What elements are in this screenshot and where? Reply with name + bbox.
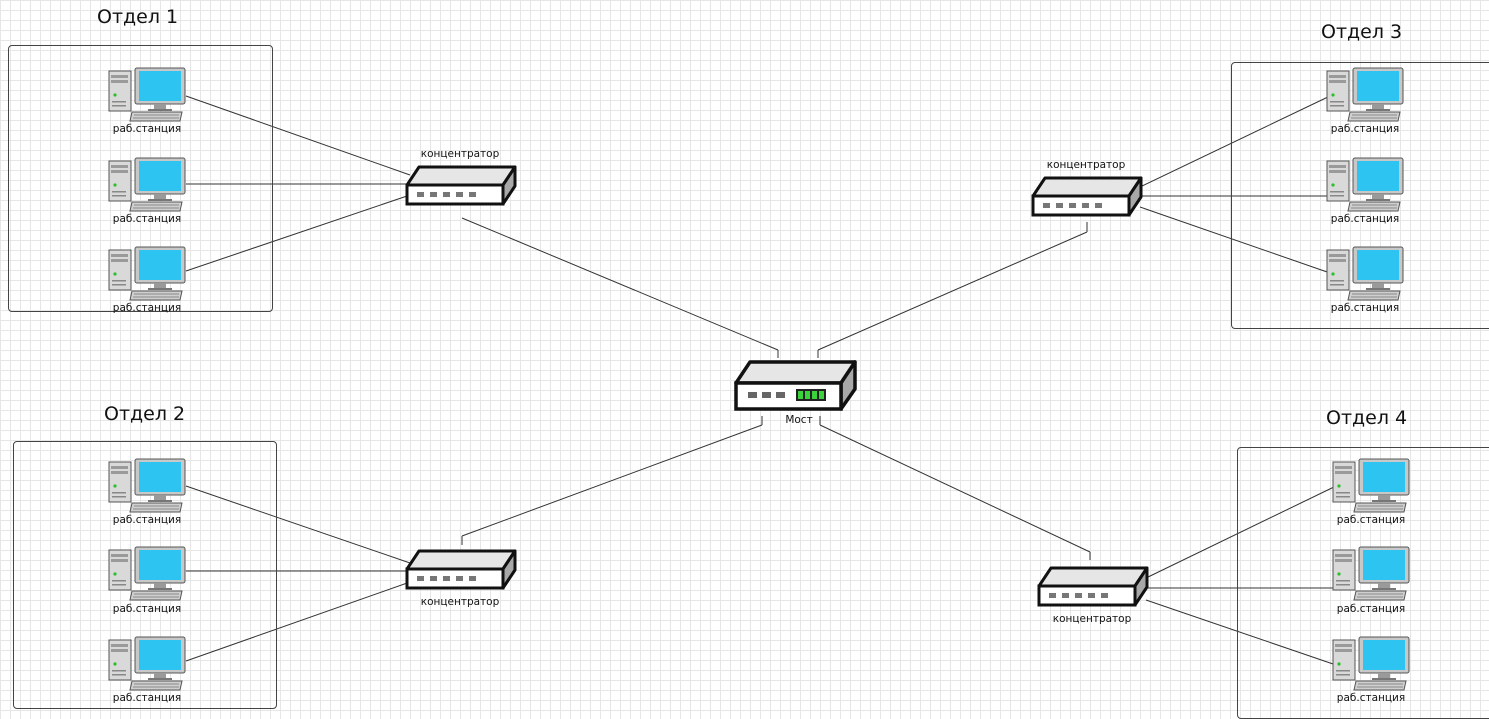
desktop-computer-icon bbox=[108, 458, 186, 519]
network-bridge-icon bbox=[734, 359, 858, 418]
workstation-label: раб.станция bbox=[112, 302, 182, 314]
wire bbox=[185, 194, 411, 272]
workstation-label: раб.станция bbox=[1330, 302, 1400, 314]
department-2-box bbox=[13, 441, 277, 709]
network-hub-icon bbox=[405, 548, 517, 597]
department-1-box bbox=[8, 45, 273, 312]
wire bbox=[1139, 95, 1331, 188]
hub-label: концентратор bbox=[420, 148, 500, 160]
department-3-title: Отдел 3 bbox=[1321, 21, 1403, 43]
workstation-label: раб.станция bbox=[112, 603, 182, 615]
network-hub-icon bbox=[1031, 175, 1143, 224]
wire bbox=[185, 581, 411, 662]
department-1-title: Отдел 1 bbox=[97, 6, 179, 28]
wire bbox=[1145, 599, 1337, 666]
hub-label: концентратор bbox=[1052, 613, 1132, 625]
wire bbox=[461, 424, 763, 537]
desktop-computer-icon bbox=[108, 636, 186, 697]
desktop-computer-icon bbox=[108, 546, 186, 607]
wire bbox=[817, 231, 1088, 351]
desktop-computer-icon bbox=[1326, 246, 1404, 307]
bridge-label: Мост bbox=[785, 414, 813, 426]
workstation-label: раб.станция bbox=[112, 514, 182, 526]
workstation-label: раб.станция bbox=[112, 692, 182, 704]
workstation-label: раб.станция bbox=[112, 213, 182, 225]
hub-label: концентратор bbox=[1046, 159, 1126, 171]
workstation-label: раб.станция bbox=[1330, 213, 1400, 225]
desktop-computer-icon bbox=[1326, 67, 1404, 128]
workstation-label: раб.станция bbox=[1336, 514, 1406, 526]
wire bbox=[185, 95, 411, 176]
wire bbox=[1145, 485, 1337, 579]
desktop-computer-icon bbox=[1326, 157, 1404, 218]
wire bbox=[1139, 206, 1331, 274]
workstation-label: раб.станция bbox=[1330, 123, 1400, 135]
wire bbox=[185, 485, 411, 564]
department-3-box bbox=[1231, 62, 1489, 329]
wire bbox=[819, 424, 1091, 553]
desktop-computer-icon bbox=[108, 67, 186, 128]
workstation-label: раб.станция bbox=[112, 123, 182, 135]
desktop-computer-icon bbox=[1332, 636, 1410, 697]
network-hub-icon bbox=[405, 164, 517, 213]
hub-label: концентратор bbox=[420, 596, 500, 608]
desktop-computer-icon bbox=[108, 246, 186, 307]
department-4-title: Отдел 4 bbox=[1326, 407, 1408, 429]
workstation-label: раб.станция bbox=[1336, 692, 1406, 704]
wire bbox=[461, 217, 779, 351]
network-hub-icon bbox=[1037, 565, 1149, 614]
desktop-computer-icon bbox=[1332, 546, 1410, 607]
desktop-computer-icon bbox=[108, 157, 186, 218]
workstation-label: раб.станция bbox=[1336, 603, 1406, 615]
department-2-title: Отдел 2 bbox=[104, 403, 186, 425]
desktop-computer-icon bbox=[1332, 458, 1410, 519]
